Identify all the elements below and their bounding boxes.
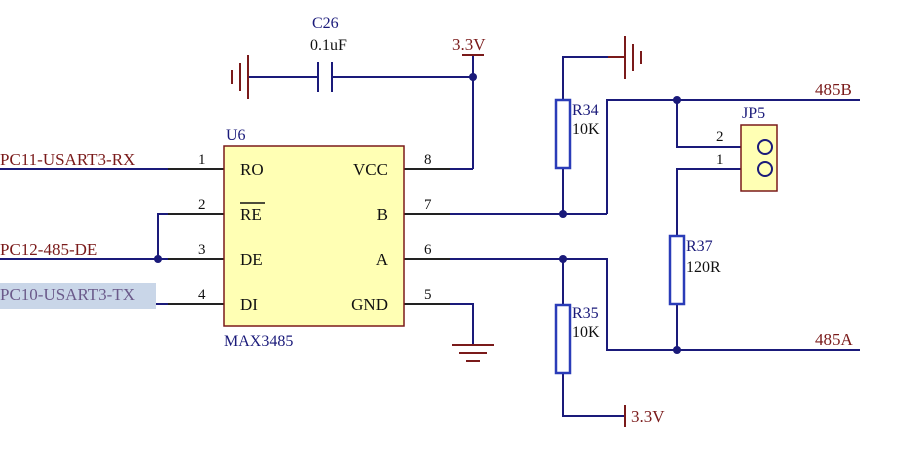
u6-part: MAX3485 — [224, 333, 293, 350]
r34-ref: R34 — [572, 102, 599, 119]
junction-dot — [154, 255, 162, 263]
r37-ref: R37 — [686, 238, 713, 255]
net-label-485a: 485A — [815, 330, 854, 349]
pin-name: VCC — [353, 160, 388, 179]
jp5-pin-number: 1 — [716, 152, 724, 168]
junction-dot — [559, 210, 567, 218]
wire-jp-pin1 — [676, 168, 741, 236]
r35-ref: R35 — [572, 305, 599, 322]
wire-a — [450, 258, 860, 351]
resistor-body — [668, 234, 686, 306]
capacitor-c26: C26 0.1uF — [310, 15, 347, 92]
tx-highlight — [0, 283, 156, 309]
u6-ref: U6 — [226, 127, 246, 144]
c26-ref: C26 — [312, 15, 339, 32]
pin-name: RE — [240, 205, 262, 224]
wire-jp-pin2 — [676, 100, 741, 148]
wire-r35-bottom — [562, 373, 625, 417]
junction-dot — [673, 346, 681, 354]
wire-gnd — [450, 303, 474, 345]
jumper-pin — [757, 161, 773, 177]
net-label-tx: PC10-USART3-TX — [0, 285, 135, 304]
jp5-pin-number: 2 — [716, 129, 724, 145]
resistor-r37: R37 120R — [668, 234, 721, 306]
pin-number: 8 — [424, 152, 432, 168]
right-net-labels: 485B 485A — [815, 80, 854, 349]
resistor-r35: R35 10K — [554, 303, 600, 375]
left-net-labels: PC11-USART3-RX PC12-485-DE PC10-USART3-T… — [0, 150, 156, 309]
pin-number: 5 — [424, 287, 432, 303]
net-label-de: PC12-485-DE — [0, 240, 97, 259]
jumper-pin — [757, 139, 773, 155]
pin-number: 2 — [198, 197, 206, 213]
wires — [0, 55, 860, 417]
resistor-r34: R34 10K — [554, 98, 600, 170]
pin-number: 7 — [424, 197, 432, 213]
pin-number: 4 — [198, 287, 206, 303]
c26-value: 0.1uF — [310, 37, 347, 54]
pin-name: RO — [240, 160, 264, 179]
pin-name: GND — [351, 295, 388, 314]
ground-symbol-bottom — [452, 344, 494, 362]
net-label-485b: 485B — [815, 80, 852, 99]
ground-symbol-left — [231, 55, 249, 99]
wire-r34-top — [562, 56, 608, 100]
power-label-bottom: 3.3V — [631, 407, 665, 426]
ic-u6: U6 MAX3485 1 2 3 4 RO RE DE DI 8 7 6 5 V… — [168, 127, 450, 350]
net-label-rx: PC11-USART3-RX — [0, 150, 135, 169]
pin-name: DE — [240, 250, 263, 269]
pin-number: 1 — [198, 152, 206, 168]
power-port-top: 3.3V — [452, 35, 486, 56]
r35-value: 10K — [572, 324, 600, 341]
junctions — [154, 73, 681, 354]
jumper-body — [740, 124, 778, 192]
pin-name: A — [376, 250, 389, 269]
junction-dot — [673, 96, 681, 104]
resistor-body — [554, 98, 572, 170]
power-port-bottom: 3.3V — [624, 405, 665, 427]
ground-symbol-top — [608, 36, 642, 79]
junction-dot — [559, 255, 567, 263]
resistor-body — [554, 303, 572, 375]
pin-number: 3 — [198, 242, 206, 258]
wire-re-de-tie — [157, 213, 168, 259]
r37-value: 120R — [686, 259, 721, 276]
power-label-top: 3.3V — [452, 35, 486, 54]
pin-name: DI — [240, 295, 258, 314]
jp5-ref: JP5 — [742, 105, 765, 122]
wire-b-up — [606, 99, 860, 214]
jumper-jp5: JP5 2 1 — [716, 105, 778, 192]
r34-value: 10K — [572, 121, 600, 138]
junction-dot — [469, 73, 477, 81]
pin-name: B — [377, 205, 388, 224]
pin-number: 6 — [424, 242, 432, 258]
ic-body — [223, 145, 405, 327]
